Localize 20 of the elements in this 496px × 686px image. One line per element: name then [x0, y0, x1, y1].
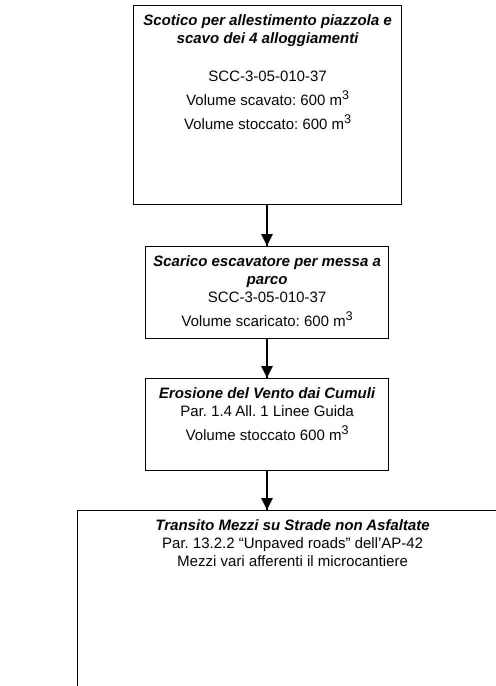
step-title: Scotico per allestimento piazzola e scavo dei 4 alloggiamenti	[142, 12, 393, 48]
step-title: Transito Mezzi su Strade non Asfaltate	[155, 517, 430, 535]
process-box	[133, 5, 402, 205]
step-title: Scarico escavatore per messa a parco	[152, 253, 382, 289]
step-detail: Volume stoccato 600 m$^{3}$	[186, 422, 348, 445]
arrow	[261, 339, 273, 378]
step-detail: Mezzi vari afferenti il microcantiere	[177, 553, 408, 571]
step-detail: Volume stoccato: 600 m$^{3}$	[184, 111, 352, 134]
arrow	[261, 205, 273, 246]
process-box	[145, 246, 389, 339]
step-detail: Par. 1.4 All. 1 Linee Guida	[180, 403, 354, 421]
step-detail: SCC-3-05-010-37	[208, 68, 327, 86]
step-detail: Par. 13.2.2 “Unpaved roads” dell’AP-42	[162, 535, 423, 553]
step-detail: SCC-3-05-010-37	[208, 289, 326, 307]
step-title: Erosione del Vento dai Cumuli	[158, 385, 376, 403]
step-detail: Volume scaricato: 600 m$^{3}$	[181, 308, 353, 331]
step-detail: Volume scavato: 600 m$^{3}$	[186, 87, 349, 110]
process-box	[145, 378, 389, 471]
process-box	[77, 510, 496, 686]
arrow	[261, 471, 273, 510]
